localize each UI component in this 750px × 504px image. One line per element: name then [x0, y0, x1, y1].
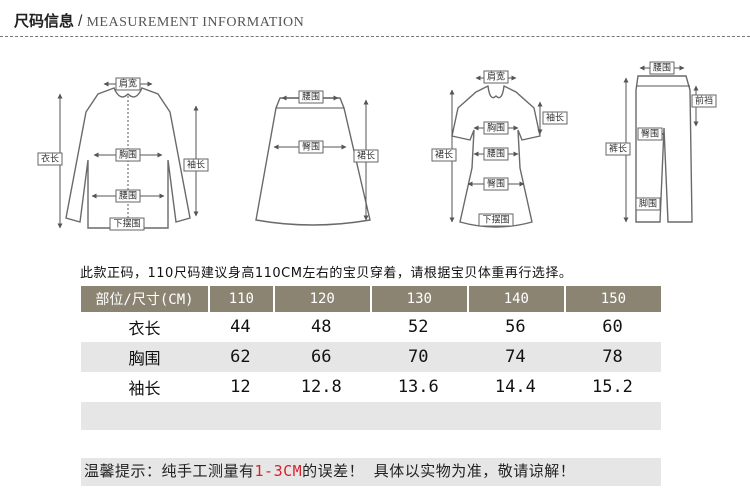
table-header-size: 140 — [466, 286, 564, 312]
skirt-diagram: 腰围 臀围 裙长 — [255, 90, 379, 226]
header-title-en: MEASUREMENT INFORMATION — [86, 15, 305, 30]
table-header-size: 150 — [563, 286, 661, 312]
row-label: 胸围 — [81, 342, 208, 372]
dress-diagram: 肩宽 袖长 胸围 裙长 腰围 臀围 下摆围 — [431, 70, 568, 228]
shirt-waist-label: 腰围 — [119, 191, 137, 202]
table-row-empty — [81, 458, 661, 486]
size-table: 部位/尺寸(CM) 110 120 130 140 150 衣长 44 48 5… — [81, 286, 661, 486]
table-cell: 60 — [602, 317, 623, 337]
table-cell: 48 — [310, 317, 332, 337]
table-header-label: 部位/尺寸(CM) — [81, 286, 208, 312]
table-row-empty — [81, 402, 661, 430]
dress-length-label: 裙长 — [435, 149, 453, 161]
table-cell: 14.4 — [494, 377, 536, 397]
shirt-diagram: 肩宽 衣长 胸围 袖长 腰围 下摆围 — [37, 77, 209, 231]
table-header-size: 130 — [369, 286, 467, 312]
pants-hip-label: 臀围 — [641, 129, 659, 140]
shirt-shoulder-label: 肩宽 — [119, 78, 137, 90]
dress-hem-label: 下摆围 — [482, 214, 509, 226]
dress-shoulder-label: 肩宽 — [487, 71, 505, 83]
table-cell: 52 — [408, 317, 429, 337]
table-cell: 56 — [505, 317, 526, 337]
pants-outline — [635, 75, 693, 223]
pants-rise-label: 前裆 — [695, 95, 713, 107]
table-cell: 62 — [208, 342, 273, 372]
table-row: 胸围 62 66 70 74 78 — [81, 342, 661, 372]
header-title-cn: 尺码信息 — [14, 12, 75, 30]
dress-waist-label: 腰围 — [487, 149, 505, 160]
pants-diagram: 腰围 前裆 臀围 裤长 脚围 — [605, 61, 717, 223]
shirt-length-label: 衣长 — [41, 153, 59, 165]
dress-collar — [487, 85, 505, 99]
skirt-hip-label: 臀围 — [302, 142, 320, 153]
tip-prefix: 温馨提示：纯手工测量有 — [84, 462, 255, 480]
tip-highlight: 1-3CM — [254, 462, 303, 480]
skirt-length-label: 裙长 — [357, 150, 375, 162]
table-header-size: 110 — [208, 286, 273, 312]
dress-chest-label: 胸围 — [487, 122, 505, 134]
table-cell: 44 — [230, 317, 251, 337]
pants-waist-label: 腰围 — [653, 63, 671, 74]
section-header: 尺码信息 / MEASUREMENT INFORMATION — [14, 10, 304, 32]
table-header-row: 部位/尺寸(CM) 110 120 130 140 150 — [81, 286, 661, 312]
skirt-waist-label: 腰围 — [302, 92, 320, 103]
shirt-hem-label: 下摆围 — [113, 218, 140, 230]
table-row: 衣长 44 48 52 56 60 — [81, 312, 661, 342]
table-cell: 12.8 — [300, 377, 342, 397]
header-separator: / — [78, 13, 83, 30]
pants-leg-label: 脚围 — [639, 199, 657, 210]
measurement-diagrams: .out { fill:#fff; stroke:#6a6a6a; stroke… — [37, 61, 717, 231]
table-cell: 70 — [369, 342, 467, 372]
size-note: 此款正码，110尺码建议身高110CM左右的宝贝穿着，请根据宝贝体重再行选择。 — [80, 266, 573, 281]
dashed-divider — [0, 36, 750, 37]
table-cell: 15.2 — [591, 377, 633, 397]
table-cell: 66 — [272, 342, 370, 372]
row-label: 袖长 — [128, 379, 161, 398]
table-cell: 13.6 — [397, 377, 439, 397]
table-header-size: 120 — [272, 286, 370, 312]
pants-length-label: 裤长 — [609, 143, 627, 155]
shirt-chest-label: 胸围 — [119, 149, 137, 161]
measurement-tip: 温馨提示：纯手工测量有1-3CM的误差！ 具体以实物为准，敬请谅解！ — [84, 460, 575, 481]
tip-suffix: 的误差！ 具体以实物为准，敬请谅解！ — [302, 462, 576, 480]
dress-hip-label: 臀围 — [487, 179, 505, 190]
table-cell: 12 — [230, 377, 251, 397]
row-label: 衣长 — [128, 319, 161, 338]
shirt-sleeve-label: 袖长 — [187, 159, 205, 171]
table-row-empty — [81, 430, 661, 458]
table-row: 袖长 12 12.8 13.6 14.4 15.2 — [81, 372, 661, 402]
skirt-outline — [255, 97, 371, 226]
dress-sleeve-label: 袖长 — [546, 112, 564, 124]
table-cell: 78 — [563, 342, 661, 372]
table-cell: 74 — [466, 342, 564, 372]
